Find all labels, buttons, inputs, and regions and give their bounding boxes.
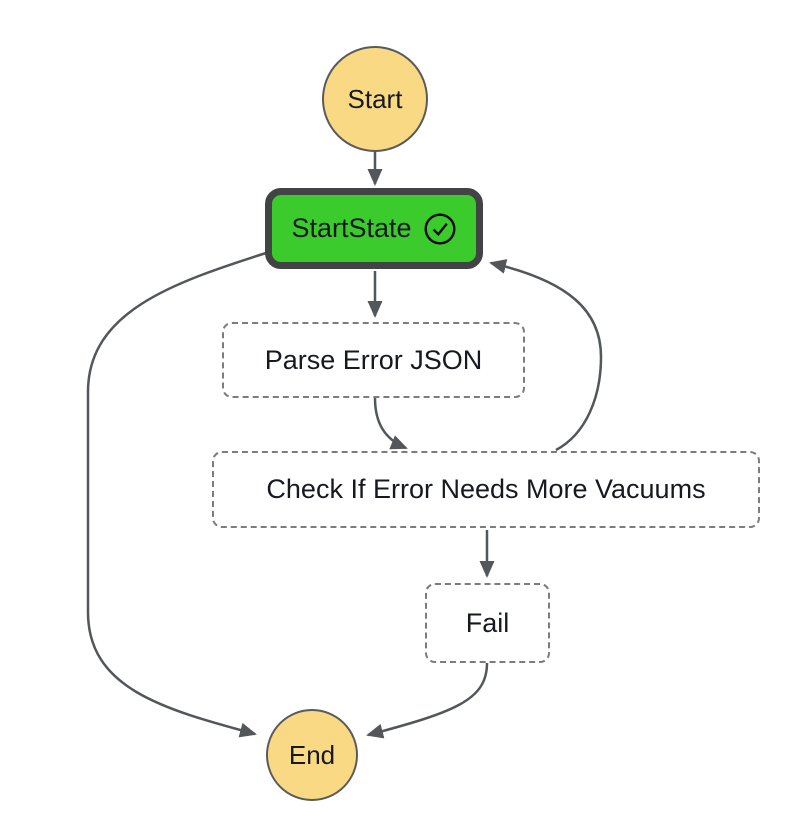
node-start[interactable]: Start	[322, 46, 428, 152]
node-end[interactable]: End	[266, 709, 358, 801]
edge-parse-to-check	[373, 397, 408, 450]
node-fail[interactable]: Fail	[425, 583, 550, 663]
node-start-label: Start	[347, 83, 403, 114]
node-parse-error-json-label: Parse Error JSON	[264, 344, 483, 375]
node-parse-error-json[interactable]: Parse Error JSON	[222, 322, 525, 398]
node-startstate-label: StartState	[291, 213, 412, 243]
node-check-if-error-needs-more-vacuums[interactable]: Check If Error Needs More Vacuums	[212, 451, 760, 528]
node-end-label: End	[288, 739, 336, 770]
edge-fail-to-end	[366, 662, 489, 739]
edge-check-to-startstate	[489, 259, 603, 452]
edge-startstate-to-end	[86, 251, 267, 738]
check-circle-icon	[423, 212, 457, 246]
node-check-if-error-needs-more-vacuums-label: Check If Error Needs More Vacuums	[266, 474, 706, 504]
node-fail-label: Fail	[465, 607, 510, 638]
node-startstate[interactable]: StartState	[265, 188, 483, 269]
